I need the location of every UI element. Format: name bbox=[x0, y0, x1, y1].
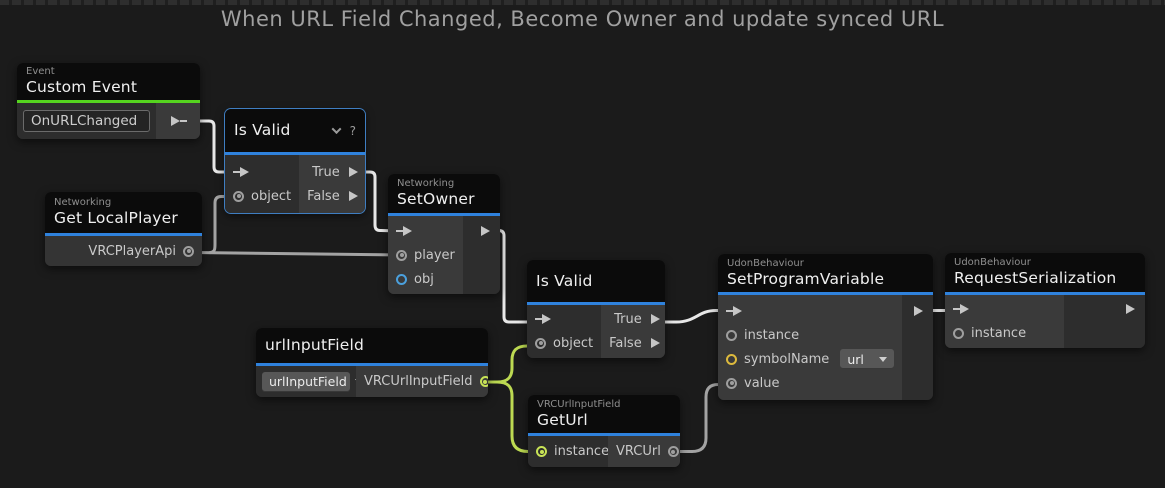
port-label: object bbox=[251, 188, 292, 204]
port-label: instance bbox=[744, 327, 800, 343]
wire-data-geturl-vrcurl-to-value[interactable] bbox=[669, 382, 744, 453]
node-title: SetProgramVariable bbox=[727, 269, 885, 288]
node-title: GetUrl bbox=[537, 410, 588, 429]
node-title: SetOwner bbox=[397, 190, 475, 208]
node-title: Is Valid bbox=[234, 121, 291, 139]
input-port-icon[interactable] bbox=[953, 327, 964, 339]
node-accent-bar bbox=[945, 292, 1145, 295]
flow-out-port-icon[interactable] bbox=[169, 115, 188, 127]
port-label: True bbox=[312, 164, 340, 180]
flow-in-port-icon[interactable] bbox=[396, 225, 413, 237]
help-icon[interactable]: ? bbox=[349, 123, 356, 138]
node-set-program-variable[interactable]: UdonBehaviour SetProgramVariable instanc… bbox=[718, 254, 933, 400]
flow-out-port-icon[interactable] bbox=[347, 190, 360, 202]
symbol-name-dropdown[interactable]: url bbox=[840, 349, 895, 369]
node-title: Get LocalPlayer bbox=[54, 209, 178, 227]
node-request-serialization[interactable]: UdonBehaviour RequestSerialization insta… bbox=[945, 253, 1145, 348]
flow-in-port-icon[interactable] bbox=[726, 305, 743, 317]
event-accent-bar bbox=[17, 100, 200, 103]
flow-out-port-icon[interactable] bbox=[912, 305, 925, 317]
node-category: Networking bbox=[54, 197, 112, 208]
node-title: Custom Event bbox=[26, 78, 138, 96]
flow-out-port-icon[interactable] bbox=[347, 166, 360, 178]
node-custom-event[interactable]: Event Custom Event OnURLChanged bbox=[17, 63, 200, 139]
port-label: symbolName bbox=[744, 351, 830, 367]
node-urlinputfield-variable[interactable]: urlInputField urlInputField VRCUrlInputF… bbox=[256, 328, 488, 397]
node-accent-bar bbox=[527, 302, 665, 305]
input-port-icon[interactable] bbox=[535, 337, 546, 349]
node-accent-bar bbox=[45, 233, 202, 236]
input-port-icon[interactable] bbox=[396, 249, 407, 261]
port-label: object bbox=[553, 335, 594, 351]
input-port-icon[interactable] bbox=[396, 273, 407, 285]
dropdown-arrow-icon bbox=[879, 356, 888, 362]
flow-out-port-icon[interactable] bbox=[649, 313, 662, 325]
port-label: False bbox=[609, 335, 642, 351]
port-label: player bbox=[414, 247, 455, 263]
graph-title: When URL Field Changed, Become Owner and… bbox=[220, 7, 945, 31]
node-category: Networking bbox=[397, 178, 455, 189]
event-name-input[interactable]: OnURLChanged bbox=[23, 110, 150, 132]
wire-exec-customevent-to-isvalid1[interactable] bbox=[195, 119, 238, 174]
node-accent-bar bbox=[718, 292, 933, 295]
node-accent-bar bbox=[388, 213, 500, 216]
node-get-localplayer[interactable]: Networking Get LocalPlayer VRCPlayerApi bbox=[45, 192, 202, 266]
chevron-down-icon[interactable] bbox=[331, 124, 342, 135]
variable-dropdown[interactable]: urlInputField bbox=[262, 371, 363, 392]
wire-data-vrcplayerapi-to-isvalid1-object[interactable] bbox=[208, 195, 239, 255]
node-category: UdonBehaviour bbox=[727, 257, 804, 269]
node-category: Event bbox=[26, 66, 55, 77]
node-title: urlInputField bbox=[265, 336, 365, 354]
node-title: RequestSerialization bbox=[954, 269, 1117, 287]
input-port-icon[interactable] bbox=[233, 190, 244, 202]
port-label: instance bbox=[554, 444, 610, 459]
port-label: VRCUrl bbox=[616, 444, 661, 459]
port-label: obj bbox=[414, 271, 434, 287]
output-port-icon[interactable] bbox=[479, 376, 488, 387]
wire-data-vrcplayerapi-to-setowner-player[interactable] bbox=[191, 251, 404, 257]
node-get-url[interactable]: VRCUrlInputField GetUrl instance VRCUrl bbox=[528, 395, 680, 467]
wire-exec-setowner-to-isvalid2[interactable] bbox=[487, 229, 542, 324]
flow-in-port-icon[interactable] bbox=[535, 313, 552, 325]
flow-out-port-icon[interactable] bbox=[1124, 303, 1137, 315]
flow-in-port-icon[interactable] bbox=[953, 303, 970, 315]
node-category: UdonBehaviour bbox=[954, 257, 1031, 268]
node-title: Is Valid bbox=[536, 271, 593, 290]
output-port-icon[interactable] bbox=[667, 446, 679, 457]
wire-data-urlinputfield-to-isvalid2-object[interactable] bbox=[495, 344, 544, 384]
input-port-icon[interactable] bbox=[726, 353, 737, 365]
node-accent-bar bbox=[225, 152, 365, 155]
node-accent-bar bbox=[256, 363, 488, 366]
node-is-valid-1[interactable]: Is Valid ? object True bbox=[225, 109, 365, 213]
input-port-icon[interactable] bbox=[726, 377, 737, 389]
node-category: VRCUrlInputField bbox=[537, 398, 621, 410]
flow-out-port-icon[interactable] bbox=[649, 337, 662, 349]
node-set-owner[interactable]: Networking SetOwner player obj bbox=[388, 174, 500, 294]
node-is-valid-2[interactable]: Is Valid object True bbox=[527, 260, 665, 358]
flow-out-port-icon[interactable] bbox=[479, 225, 492, 237]
port-label: value bbox=[744, 375, 780, 391]
port-label: VRCPlayerApi bbox=[88, 243, 176, 259]
port-label: False bbox=[307, 188, 340, 204]
input-port-icon[interactable] bbox=[726, 329, 737, 341]
port-label: instance bbox=[971, 325, 1027, 341]
port-label: VRCUrlInputField bbox=[364, 374, 473, 389]
wire-exec-isvalid2-true-to-setprogramvariable[interactable] bbox=[654, 309, 742, 324]
port-label: True bbox=[614, 311, 642, 327]
wire-data-urlinputfield-to-geturl-instance[interactable] bbox=[495, 380, 546, 453]
wire-exec-isvalid1-true-to-setowner[interactable] bbox=[354, 170, 400, 233]
input-port-icon[interactable] bbox=[536, 446, 547, 457]
canvas-top-ticks bbox=[0, 0, 1165, 5]
node-accent-bar bbox=[528, 433, 680, 436]
flow-in-port-icon[interactable] bbox=[233, 166, 250, 178]
output-port-icon[interactable] bbox=[183, 245, 194, 257]
